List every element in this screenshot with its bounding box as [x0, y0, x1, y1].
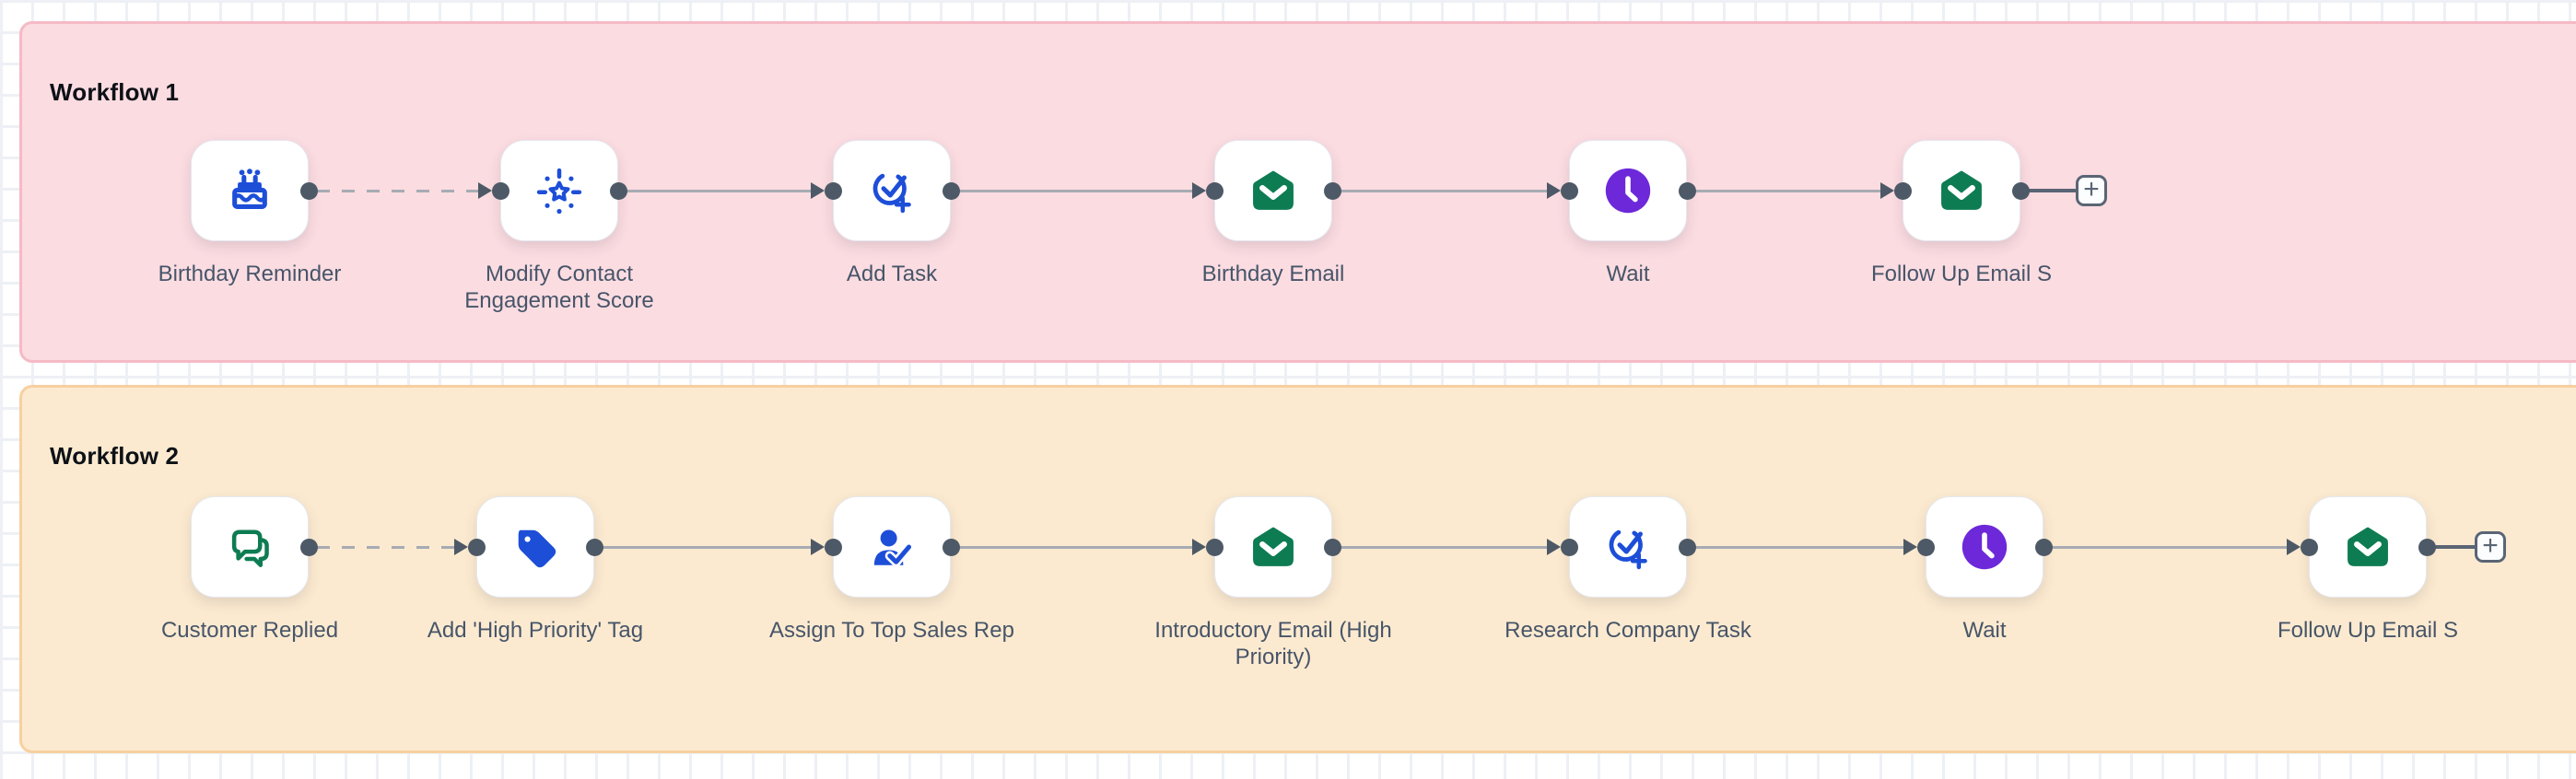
- connector-line: [1695, 189, 1880, 192]
- node-birthday-email[interactable]: [1214, 140, 1332, 241]
- node-follow-up-email-s[interactable]: [2309, 496, 2427, 598]
- connector-arrow-icon: [1547, 539, 1561, 555]
- output-port[interactable]: [1323, 538, 1341, 556]
- plus-icon: +: [2482, 529, 2499, 561]
- connector-line: [2052, 545, 2287, 549]
- output-port[interactable]: [942, 181, 960, 200]
- node-birthday-reminder[interactable]: [191, 140, 309, 241]
- connector-arrow-icon: [811, 539, 825, 555]
- node-label: Add Task: [846, 262, 938, 286]
- task-check-plus-icon: [867, 166, 917, 215]
- connector-line: [2427, 545, 2475, 549]
- open-email-icon: [2343, 522, 2393, 572]
- connector-arrow-icon: [1903, 539, 1917, 555]
- output-port[interactable]: [609, 181, 627, 200]
- node-label: Birthday Reminder: [158, 262, 342, 286]
- input-port[interactable]: [491, 181, 509, 200]
- input-port[interactable]: [824, 181, 842, 200]
- open-email-icon: [1248, 166, 1298, 215]
- input-port[interactable]: [1893, 181, 1912, 200]
- workflow-1-title: Workflow 1: [50, 77, 180, 106]
- connector-arrow-icon: [1192, 182, 1206, 199]
- input-port[interactable]: [1205, 181, 1224, 200]
- open-email-icon: [1937, 166, 1986, 215]
- birthday-cake-icon: [225, 166, 275, 215]
- node-label: Wait: [1962, 618, 2007, 643]
- output-port[interactable]: [585, 538, 603, 556]
- connector-arrow-icon: [811, 182, 825, 199]
- input-port[interactable]: [1560, 181, 1578, 200]
- connector-arrow-icon: [1547, 182, 1561, 199]
- output-port[interactable]: [299, 538, 318, 556]
- connector-line: [1695, 545, 1903, 549]
- node-wait[interactable]: [1926, 496, 2043, 598]
- clock-icon: [1603, 166, 1653, 215]
- output-port[interactable]: [2011, 181, 2030, 200]
- output-port[interactable]: [1678, 538, 1696, 556]
- output-port[interactable]: [2034, 538, 2053, 556]
- connector-line: [317, 189, 478, 192]
- node-customer-replied[interactable]: [191, 496, 309, 598]
- input-port[interactable]: [824, 538, 842, 556]
- node-label: Birthday Email: [1201, 262, 1345, 286]
- user-check-icon: [867, 522, 917, 572]
- input-port[interactable]: [467, 538, 486, 556]
- output-port[interactable]: [299, 181, 318, 200]
- node-label: Follow Up Email S: [1870, 262, 2053, 286]
- connector-arrow-icon: [454, 539, 468, 555]
- connector-line: [1341, 189, 1547, 192]
- node-label: Research Company Task: [1505, 618, 1751, 643]
- input-port[interactable]: [2300, 538, 2318, 556]
- clock-icon: [1960, 522, 2009, 572]
- connector-line: [2020, 189, 2076, 192]
- output-port[interactable]: [2418, 538, 2436, 556]
- add-step-button[interactable]: +: [2475, 531, 2506, 563]
- input-port[interactable]: [1560, 538, 1578, 556]
- sparkle-star-icon: [534, 166, 584, 215]
- node-assign-to-top-sales-rep[interactable]: [833, 496, 951, 598]
- open-email-icon: [1248, 522, 1298, 572]
- connector-line: [603, 545, 811, 549]
- plus-icon: +: [2083, 173, 2100, 204]
- node-label: Modify Contact Engagement Score: [464, 262, 654, 313]
- node-add-task[interactable]: [833, 140, 951, 241]
- output-port[interactable]: [1678, 181, 1696, 200]
- node-research-company-task[interactable]: [1569, 496, 1687, 598]
- task-check-plus-icon: [1603, 522, 1653, 572]
- node-label: Follow Up Email S: [2277, 618, 2459, 643]
- input-port[interactable]: [1205, 538, 1224, 556]
- node-label: Wait: [1606, 262, 1650, 286]
- connector-line: [1341, 545, 1547, 549]
- node-label: Assign To Top Sales Rep: [769, 618, 1014, 643]
- output-port[interactable]: [942, 538, 960, 556]
- node-wait[interactable]: [1569, 140, 1687, 241]
- node-follow-up-email-s[interactable]: [1903, 140, 2020, 241]
- connector-line: [959, 189, 1192, 192]
- node-label: Customer Replied: [160, 618, 339, 643]
- node-label: Introductory Email (High Priority): [1154, 618, 1392, 669]
- connector-arrow-icon: [2287, 539, 2301, 555]
- node-label: Add 'High Priority' Tag: [427, 618, 644, 643]
- node-modify-contact-engagement-score[interactable]: [500, 140, 618, 241]
- chat-bubbles-icon: [225, 522, 275, 572]
- node-introductory-email-high-priority[interactable]: [1214, 496, 1332, 598]
- output-port[interactable]: [1323, 181, 1341, 200]
- tag-icon: [510, 522, 560, 572]
- input-port[interactable]: [1916, 538, 1935, 556]
- connector-line: [959, 545, 1192, 549]
- add-step-button[interactable]: +: [2076, 175, 2107, 206]
- workflow-2-title: Workflow 2: [50, 441, 180, 470]
- connector-arrow-icon: [478, 182, 492, 199]
- connector-line: [317, 545, 454, 549]
- connector-arrow-icon: [1192, 539, 1206, 555]
- connector-arrow-icon: [1880, 182, 1894, 199]
- node-add-high-priority-tag[interactable]: [476, 496, 594, 598]
- connector-line: [626, 189, 811, 192]
